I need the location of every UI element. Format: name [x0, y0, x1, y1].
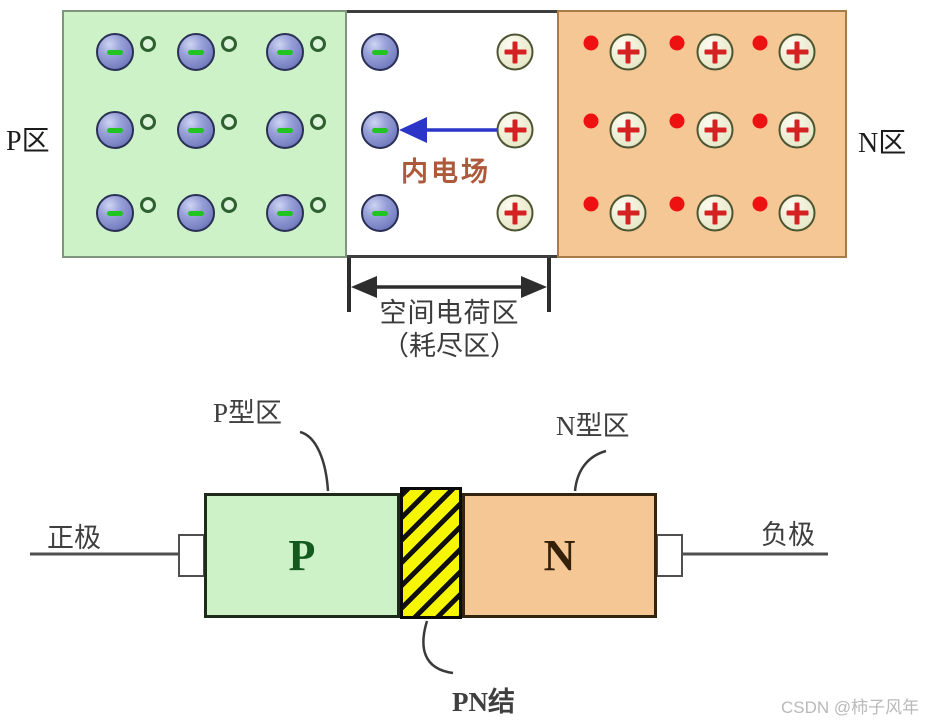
p-type-label: P型区	[213, 398, 283, 428]
negative-ion	[177, 111, 215, 149]
electron-dot-icon	[583, 196, 599, 212]
pn-junction-label: PN结	[452, 687, 515, 717]
plus-sign-icon	[704, 202, 726, 224]
carrier-layer	[62, 10, 847, 258]
n-type-leader-line	[573, 449, 607, 492]
n-type-label: N型区	[556, 411, 630, 441]
hole-icon	[310, 36, 326, 52]
negative-ion	[96, 194, 134, 232]
minus-sign-icon	[372, 49, 388, 55]
pn-junction-hatched-bar	[400, 487, 462, 619]
hole-icon	[140, 197, 156, 213]
plus-sign-icon	[786, 41, 808, 63]
negative-ion	[266, 111, 304, 149]
space-charge-diagram	[62, 10, 847, 258]
positive-ion	[496, 111, 534, 149]
hole-icon	[310, 114, 326, 130]
minus-sign-icon	[277, 127, 293, 133]
hole-icon	[140, 36, 156, 52]
positive-ion	[609, 194, 647, 232]
electron-dot-icon	[583, 113, 599, 129]
minus-sign-icon	[188, 210, 204, 216]
positive-ion	[696, 111, 734, 149]
hole-icon	[221, 197, 237, 213]
minus-sign-icon	[107, 127, 123, 133]
plus-sign-icon	[786, 119, 808, 141]
n-region-label: N区	[858, 128, 907, 159]
electron-dot-icon	[752, 196, 768, 212]
electron-dot-icon	[669, 196, 685, 212]
cathode-label: 负极	[761, 520, 815, 550]
positive-ion	[696, 194, 734, 232]
electron-dot-icon	[583, 35, 599, 51]
internal-field-label: 内电场	[401, 157, 491, 187]
electron-dot-icon	[669, 35, 685, 51]
hole-icon	[140, 114, 156, 130]
pn-junction-leader-line	[422, 620, 454, 675]
positive-ion	[496, 33, 534, 71]
p-region-label: P区	[6, 126, 50, 157]
anode-label: 正极	[47, 523, 101, 553]
negative-ion	[266, 194, 304, 232]
electron-dot-icon	[669, 113, 685, 129]
negative-ion	[96, 111, 134, 149]
csdn-watermark: CSDN @柿子风年	[781, 698, 920, 717]
space-charge-caption: 空间电荷区	[379, 298, 520, 328]
negative-ion	[266, 33, 304, 71]
n-box-letter: N	[543, 531, 576, 580]
hole-icon	[310, 197, 326, 213]
plus-sign-icon	[617, 119, 639, 141]
plus-sign-icon	[704, 41, 726, 63]
p-type-box: P	[204, 493, 400, 618]
plus-sign-icon	[704, 119, 726, 141]
negative-ion	[177, 33, 215, 71]
hole-icon	[221, 36, 237, 52]
negative-ion	[361, 111, 399, 149]
negative-ion	[96, 33, 134, 71]
electron-dot-icon	[752, 113, 768, 129]
p-box-letter: P	[288, 531, 316, 580]
minus-sign-icon	[372, 210, 388, 216]
negative-ion	[361, 194, 399, 232]
negative-ion	[177, 194, 215, 232]
positive-ion	[496, 194, 534, 232]
positive-ion	[609, 33, 647, 71]
cathode-terminal	[656, 534, 683, 577]
positive-ion	[609, 111, 647, 149]
negative-ion	[361, 33, 399, 71]
positive-ion	[778, 33, 816, 71]
positive-ion	[778, 111, 816, 149]
minus-sign-icon	[277, 49, 293, 55]
hole-icon	[221, 114, 237, 130]
n-type-box: N	[462, 493, 657, 618]
plus-sign-icon	[504, 202, 526, 224]
positive-ion	[778, 194, 816, 232]
anode-terminal	[178, 534, 205, 577]
p-type-leader-line	[299, 430, 330, 492]
plus-sign-icon	[617, 202, 639, 224]
minus-sign-icon	[188, 127, 204, 133]
plus-sign-icon	[504, 41, 526, 63]
minus-sign-icon	[277, 210, 293, 216]
plus-sign-icon	[504, 119, 526, 141]
minus-sign-icon	[188, 49, 204, 55]
depletion-caption: （耗尽区）	[382, 331, 517, 361]
plus-sign-icon	[786, 202, 808, 224]
minus-sign-icon	[107, 49, 123, 55]
minus-sign-icon	[107, 210, 123, 216]
minus-sign-icon	[372, 127, 388, 133]
electron-dot-icon	[752, 35, 768, 51]
plus-sign-icon	[617, 41, 639, 63]
positive-ion	[696, 33, 734, 71]
